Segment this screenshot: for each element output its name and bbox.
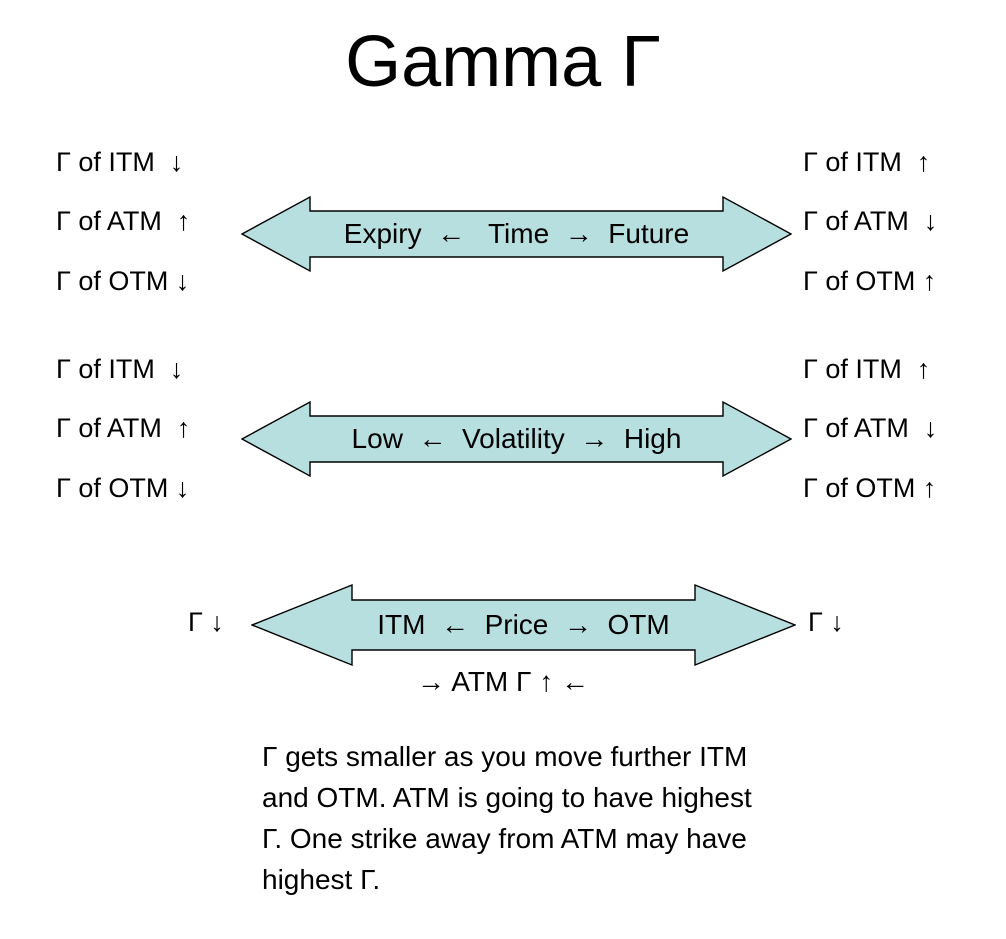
price-left-label-gamma: Γ ↓ bbox=[188, 607, 224, 637]
time-left-label-itm: Γ of ITM ↓ bbox=[56, 147, 184, 177]
volatility-left-label-itm: Γ of ITM ↓ bbox=[56, 354, 184, 384]
time-right-label-otm: Γ of OTM ↑ bbox=[803, 266, 937, 296]
price-right-label-gamma: Γ ↓ bbox=[808, 607, 844, 637]
volatility-right-label-otm: Γ of OTM ↑ bbox=[803, 473, 937, 503]
volatility-left-label-atm: Γ of ATM ↑ bbox=[56, 413, 191, 443]
volatility-left-label-otm: Γ of OTM ↓ bbox=[56, 473, 190, 503]
time-left-label-otm: Γ of OTM ↓ bbox=[56, 266, 190, 296]
double-arrow-icon bbox=[241, 195, 792, 273]
page-title: Gamma Γ bbox=[345, 22, 661, 102]
double-arrow-icon bbox=[251, 583, 796, 667]
volatility-arrow-banner: Low ← Volatility → High bbox=[241, 399, 792, 479]
volatility-right-label-itm: Γ of ITM ↑ bbox=[803, 354, 931, 384]
time-right-label-itm: Γ of ITM ↑ bbox=[803, 147, 931, 177]
explanatory-note: Γ gets smaller as you move further ITM a… bbox=[262, 741, 760, 895]
time-arrow-banner: Expiry ← Time → Future bbox=[241, 194, 792, 274]
double-arrow-icon bbox=[241, 400, 792, 478]
time-right-label-atm: Γ of ATM ↓ bbox=[803, 206, 938, 236]
volatility-right-label-atm: Γ of ATM ↓ bbox=[803, 413, 938, 443]
price-arrow-banner: ITM ← Price → OTM bbox=[251, 582, 796, 668]
time-left-label-atm: Γ of ATM ↑ bbox=[56, 206, 191, 236]
price-atm-sub-label: → ATM Γ ↑ ← bbox=[416, 666, 590, 697]
